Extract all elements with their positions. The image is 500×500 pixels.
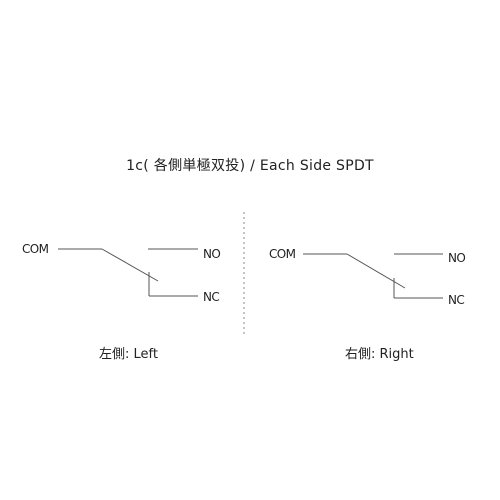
left-switch-symbol [58, 248, 198, 297]
left-switch-arm [101, 248, 159, 282]
left-no-label: NO [203, 247, 221, 261]
diagram-title: 1c( 各側単極双投) / Each Side SPDT [126, 158, 374, 174]
right-no-label: NO [448, 251, 466, 265]
right-switch-symbol [303, 253, 443, 299]
right-switch-arm [346, 253, 406, 289]
left-com-label: COM [22, 242, 49, 256]
left-nc-label: NC [203, 290, 220, 304]
right-nc-label: NC [448, 293, 465, 307]
right-com-label: COM [269, 247, 296, 261]
left-caption: 左側: Left [99, 347, 158, 362]
right-caption: 右側: Right [345, 347, 414, 362]
